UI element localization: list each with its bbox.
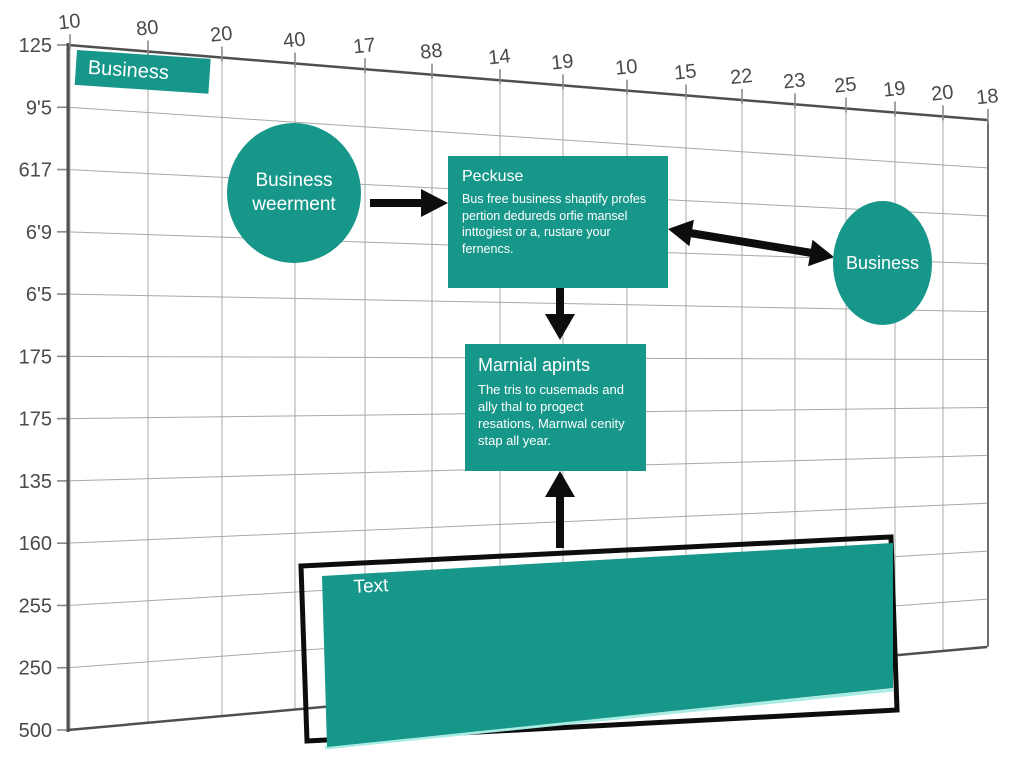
left-tick-label: 125 — [19, 35, 52, 57]
arrow-process-to-detail-down — [545, 287, 575, 340]
top-tick-label: 18 — [975, 85, 999, 109]
bottom-banner-text: Text — [353, 575, 389, 598]
top-tick-label: 88 — [419, 40, 443, 64]
left-tick-label: 6'5 — [26, 284, 52, 306]
process-box-title: Peckuse — [462, 168, 524, 185]
top-tick-label: 20 — [930, 81, 954, 105]
top-tick-label: 17 — [352, 34, 376, 58]
top-tick-label: 19 — [882, 77, 906, 101]
right-circle-text: Business — [845, 252, 920, 273]
top-tick-label: 15 — [673, 60, 697, 84]
arrow-process-to-circle-double — [668, 219, 834, 267]
top-tick-label: 25 — [833, 73, 857, 97]
arrow-circle-to-process — [370, 189, 448, 217]
left-circle-text: Business weerment — [252, 170, 336, 215]
corner-label-text: Business — [87, 56, 170, 85]
bottom-banner-label: Text — [353, 575, 389, 599]
left-tick-label: 250 — [19, 658, 52, 680]
left-tick-label: 160 — [19, 533, 52, 555]
left-tick-label: 175 — [19, 409, 52, 431]
bottom-banner-outline — [298, 534, 900, 744]
left-tick-label: 500 — [19, 720, 52, 742]
top-tick-label: 22 — [729, 65, 753, 89]
left-tick-label: 6'9 — [26, 222, 52, 244]
top-tick-label: 19 — [550, 50, 574, 74]
process-box-body: Bus free business shaptify profes pertio… — [462, 192, 647, 256]
left-tick-label: 617 — [19, 160, 52, 182]
grid: 125 9'5 617 6'9 6'5 175 175 135 160 255 250 500 10 80… — [19, 10, 1000, 742]
top-tick-label: 10 — [57, 10, 81, 34]
node-detail-box: Marnial apints The tris to cusemads and … — [465, 344, 646, 471]
left-tick-label: 9'5 — [26, 97, 52, 119]
top-tick-label: 23 — [782, 69, 806, 93]
bottom-banner-group — [298, 534, 900, 750]
node-right-circle: Business — [833, 201, 932, 325]
grid-hline — [67, 502, 988, 544]
top-tick-label: 10 — [614, 56, 638, 80]
arrows — [370, 189, 834, 548]
bottom-banner-glow-edge — [324, 688, 894, 750]
grid-hline — [67, 293, 988, 313]
arrow-banner-to-detail-up — [545, 471, 575, 548]
left-tick-label: 255 — [19, 595, 52, 617]
top-tick-label: 80 — [135, 16, 159, 40]
node-process-box: Peckuse Bus free business shaptify profe… — [448, 156, 668, 288]
top-tick-label: 20 — [209, 22, 233, 46]
grid-hline — [67, 106, 988, 169]
node-left-circle: Business weerment — [227, 123, 361, 263]
bottom-banner-fill — [322, 543, 893, 747]
grid-hline — [67, 43, 988, 122]
top-tick-label: 14 — [487, 45, 511, 69]
top-tick-label: 40 — [282, 28, 306, 52]
left-tick-label: 135 — [19, 471, 52, 493]
detail-box-title: Marnial apints — [478, 355, 591, 375]
left-tick-label: 175 — [19, 346, 52, 368]
detail-box-body: The tris to cusemads and ally thal to pr… — [478, 382, 625, 449]
